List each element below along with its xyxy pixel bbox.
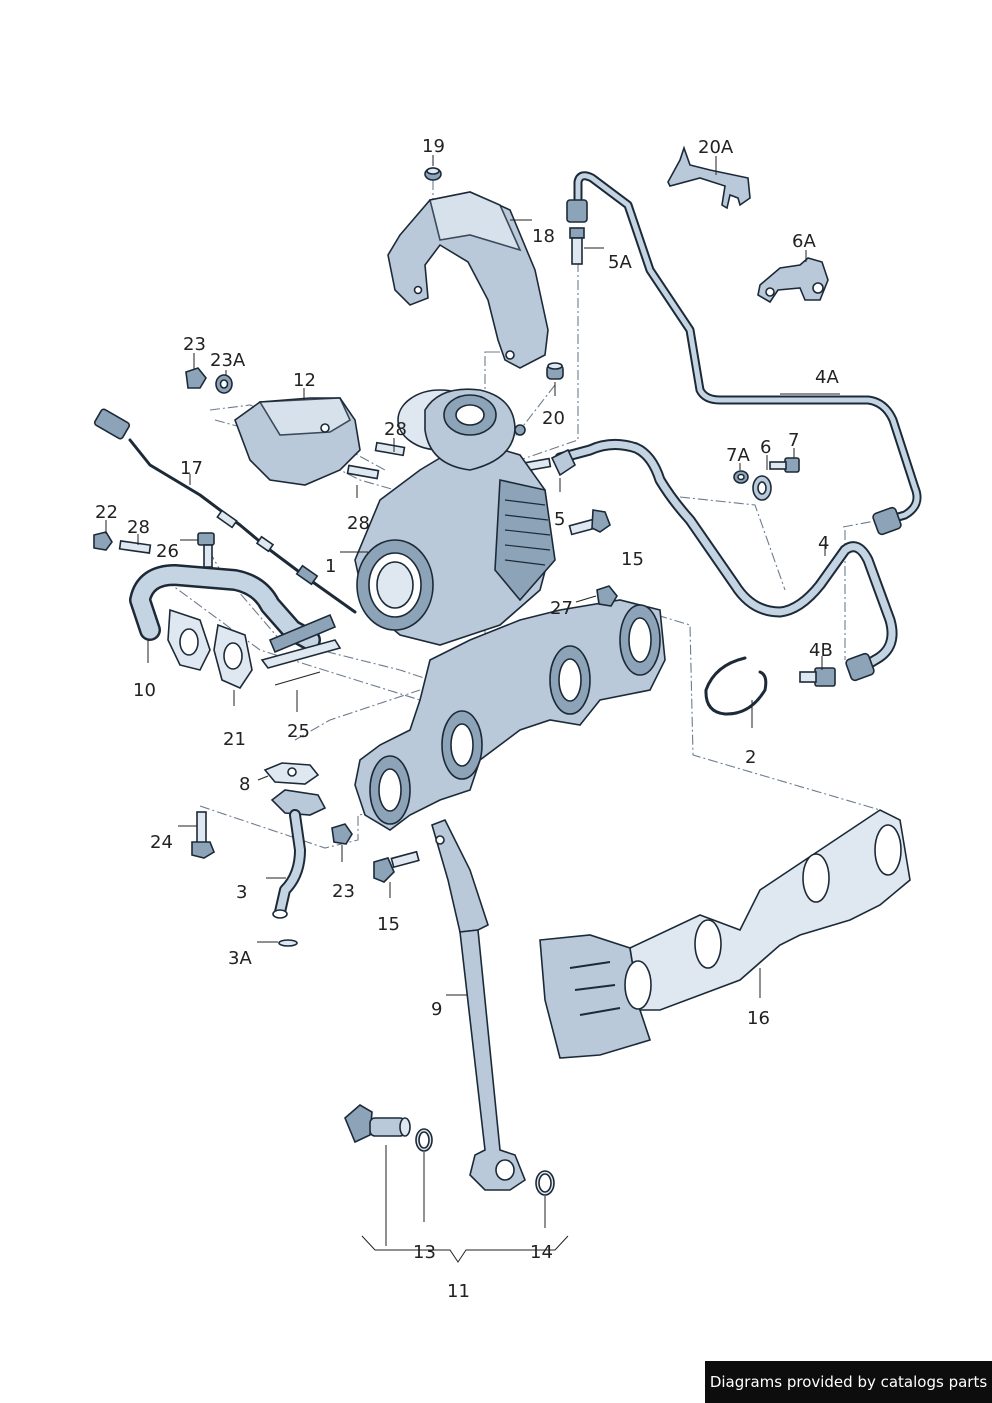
callout-21: 21 bbox=[223, 729, 246, 750]
nut-23-bottom[interactable] bbox=[331, 823, 353, 845]
manifold-gasket[interactable] bbox=[539, 809, 911, 1059]
heat-shield[interactable] bbox=[387, 191, 549, 369]
nut-27[interactable] bbox=[596, 585, 618, 607]
callout-4b: 4B bbox=[809, 640, 833, 661]
o-ring-14[interactable] bbox=[535, 1170, 555, 1196]
callout-18: 18 bbox=[532, 226, 555, 247]
callout-11: 11 bbox=[447, 1281, 470, 1302]
callout-20: 20 bbox=[542, 408, 565, 429]
footer-credit-badge: Diagrams provided by catalogs parts bbox=[705, 1361, 992, 1403]
callout-10: 10 bbox=[133, 680, 156, 701]
callout-23-top: 23 bbox=[183, 334, 206, 355]
callout-14: 14 bbox=[530, 1242, 553, 1263]
callout-16: 16 bbox=[747, 1008, 770, 1029]
callout-7a: 7A bbox=[726, 445, 750, 466]
callout-4a: 4A bbox=[815, 367, 839, 388]
union-4b[interactable] bbox=[799, 667, 836, 687]
support-9[interactable] bbox=[431, 818, 526, 1191]
bolt-7[interactable] bbox=[769, 457, 800, 473]
callout-23-bottom: 23 bbox=[332, 881, 355, 902]
stud-28-upper[interactable] bbox=[374, 441, 406, 457]
gasket-25[interactable] bbox=[260, 639, 342, 686]
bolt-26[interactable] bbox=[197, 532, 215, 568]
footer-credit-text: Diagrams provided by catalogs parts bbox=[709, 1373, 988, 1391]
callout-5: 5 bbox=[554, 509, 565, 530]
callout-15-upper: 15 bbox=[621, 549, 644, 570]
bracket-6a[interactable] bbox=[757, 257, 829, 304]
callout-3: 3 bbox=[236, 882, 247, 903]
callout-12: 12 bbox=[293, 370, 316, 391]
oil-return-pipe-3[interactable] bbox=[270, 789, 327, 919]
callout-5a: 5A bbox=[608, 252, 632, 273]
nut-20[interactable] bbox=[546, 362, 564, 380]
callout-8: 8 bbox=[239, 774, 250, 795]
nut-23-top[interactable] bbox=[185, 367, 207, 389]
callout-9: 9 bbox=[431, 999, 442, 1020]
o-ring-3a[interactable] bbox=[278, 939, 298, 947]
nut-19[interactable] bbox=[424, 167, 442, 181]
callout-27: 27 bbox=[550, 598, 573, 619]
callout-26: 26 bbox=[156, 541, 179, 562]
oil-pipe-4a[interactable] bbox=[566, 171, 922, 536]
stud-28-lower[interactable] bbox=[346, 464, 380, 480]
temperature-sensor-17[interactable] bbox=[93, 408, 357, 614]
connector-5[interactable] bbox=[508, 448, 577, 477]
callout-6: 6 bbox=[760, 437, 771, 458]
bolt-24[interactable] bbox=[191, 811, 215, 859]
callout-6a: 6A bbox=[792, 231, 816, 252]
clip-2[interactable] bbox=[704, 656, 768, 716]
exhaust-manifold[interactable] bbox=[354, 599, 666, 831]
banjo-bolt-13[interactable] bbox=[344, 1104, 411, 1144]
callout-3a: 3A bbox=[228, 948, 252, 969]
turbocharger[interactable] bbox=[354, 388, 556, 646]
o-ring-13[interactable] bbox=[415, 1128, 433, 1152]
callout-13: 13 bbox=[413, 1242, 436, 1263]
heat-shield-12[interactable] bbox=[234, 397, 361, 486]
callout-labels: 19 20A 18 6A 5A 23 23A 12 4A 20 28 7 6 7… bbox=[95, 136, 839, 1302]
seal-7a[interactable] bbox=[733, 470, 749, 484]
callout-28-left: 28 bbox=[127, 517, 150, 538]
bolt-15-lower[interactable] bbox=[373, 850, 420, 883]
callout-17: 17 bbox=[180, 458, 203, 479]
callout-1: 1 bbox=[325, 556, 336, 577]
oil-pipe-4[interactable] bbox=[554, 439, 898, 682]
gasket-21[interactable] bbox=[167, 608, 253, 690]
bolt-15-upper[interactable] bbox=[568, 509, 611, 536]
union-5a[interactable] bbox=[569, 227, 585, 265]
callout-25: 25 bbox=[287, 721, 310, 742]
callout-28-upper: 28 bbox=[384, 419, 407, 440]
washer-23a[interactable] bbox=[215, 374, 233, 394]
callout-4: 4 bbox=[818, 533, 829, 554]
callout-19: 19 bbox=[422, 136, 445, 157]
callout-2: 2 bbox=[745, 747, 756, 768]
leader-lines bbox=[105, 155, 840, 1263]
egr-pipe-10[interactable] bbox=[129, 564, 337, 654]
callout-23a: 23A bbox=[210, 350, 246, 371]
callout-7: 7 bbox=[788, 430, 799, 451]
callout-22: 22 bbox=[95, 502, 118, 523]
nut-22[interactable] bbox=[93, 531, 113, 551]
callout-15-lower: 15 bbox=[377, 914, 400, 935]
callout-24: 24 bbox=[150, 832, 173, 853]
bracket-20a[interactable] bbox=[667, 145, 751, 210]
banjo-6[interactable] bbox=[752, 475, 772, 501]
stud-28-left[interactable] bbox=[118, 540, 152, 554]
gasket-8[interactable] bbox=[263, 762, 320, 785]
callout-28-lower: 28 bbox=[347, 513, 370, 534]
callout-20a: 20A bbox=[698, 137, 734, 158]
